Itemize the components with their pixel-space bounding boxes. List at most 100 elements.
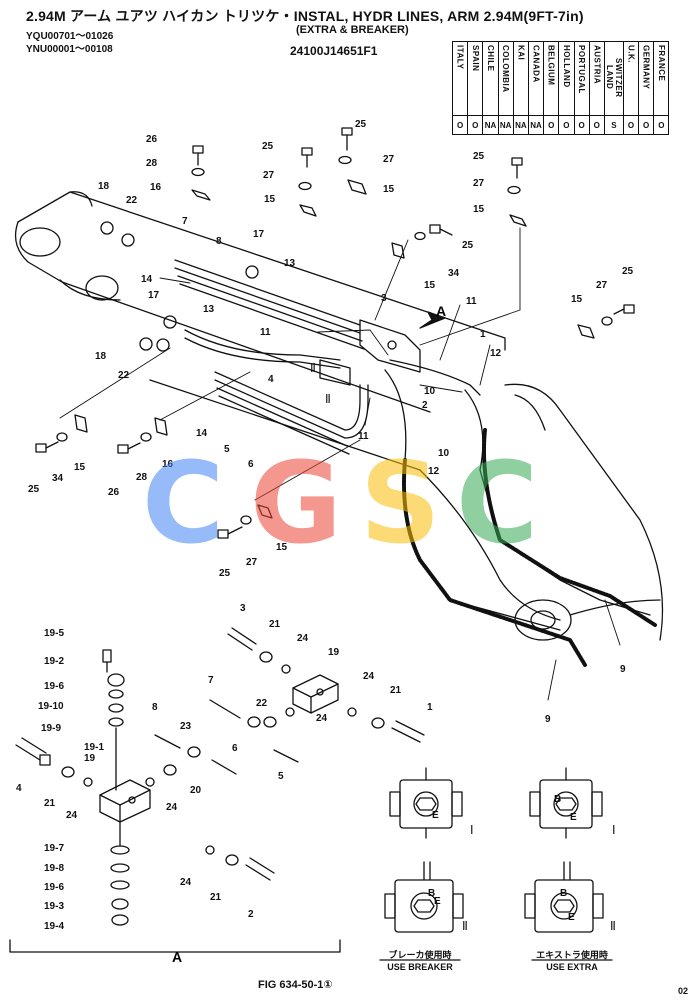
callout-c60: 19-2 <box>44 656 64 667</box>
callout-c79: 21 <box>390 685 402 696</box>
exploded-connector-view <box>15 627 425 926</box>
section-a-bracket <box>9 939 341 953</box>
callout-c14: 22 <box>118 370 130 381</box>
country-name: SPAIN <box>470 45 480 72</box>
callout-c4: 18 <box>98 181 110 192</box>
diagram-subtitle: (EXTRA & BREAKER) <box>296 24 409 36</box>
country-mark-row: O O NA NA NA NA O O O O S O O O <box>451 115 670 135</box>
callout-c26: 15 <box>424 280 436 291</box>
callout-c66: 4 <box>16 783 22 794</box>
callout-c38: 5 <box>224 444 230 455</box>
callout-c75: 5 <box>278 771 284 782</box>
country-name: KAI <box>516 45 526 61</box>
callout-c42: 10 <box>438 448 450 459</box>
callout-c10: 14 <box>141 274 153 285</box>
valve-view-4-roman: Ⅱ <box>610 919 616 933</box>
callout-c55: 3 <box>240 603 246 614</box>
callout-c20: 15 <box>383 184 395 195</box>
callout-c63: 19-9 <box>41 723 61 734</box>
callout-c16: 27 <box>263 170 275 181</box>
callout-c50: 15 <box>276 542 288 553</box>
diagram-title: 2.94M アーム ユアツ ハイカン トリツケ・INSTAL, HYDR LIN… <box>26 8 584 24</box>
valve-block <box>319 319 421 386</box>
country-name: FRANCE <box>656 45 666 82</box>
callout-c70: 8 <box>152 702 158 713</box>
callout-c7: 8 <box>216 236 222 247</box>
callout-c30: 1 <box>480 329 486 340</box>
valve-view-3-roman: Ⅱ <box>462 919 468 933</box>
valve-view-1-roman: Ⅰ <box>470 823 474 837</box>
callout-c87: 21 <box>210 892 222 903</box>
callout-c51: 27 <box>246 557 258 568</box>
callout-c31: 12 <box>490 348 502 359</box>
callout-c3: 16 <box>150 182 162 193</box>
callout-c25: 34 <box>448 268 460 279</box>
country-name: GERMANY <box>641 45 651 90</box>
callout-c40: 2 <box>422 400 428 411</box>
leader-lines <box>59 227 621 701</box>
callout-c68: 24 <box>66 810 78 821</box>
watermark-letter-3: S <box>360 439 441 569</box>
valve-view-4-port-e: E <box>568 912 575 923</box>
callout-c11: 17 <box>148 290 160 301</box>
callout-c2: 28 <box>146 158 158 169</box>
callout-c62: 19-10 <box>38 701 64 712</box>
callout-c9: 13 <box>284 258 296 269</box>
valve-view-2-port-b: B <box>554 794 561 805</box>
callout-c84: 19-3 <box>44 901 64 912</box>
callout-c83: 19-6 <box>44 882 64 893</box>
callout-c48: 28 <box>136 472 148 483</box>
callout-c45: 34 <box>52 473 64 484</box>
callout-c56: 21 <box>269 619 281 630</box>
view-arrow-a <box>419 311 446 329</box>
callout-c74: 6 <box>232 743 238 754</box>
serial-range-1: YQU00701～01026 <box>26 31 114 42</box>
callout-c35: 27 <box>596 280 608 291</box>
callout-c13: 18 <box>95 351 107 362</box>
country-name: PORTUGAL <box>577 45 587 94</box>
country-name: CHILE <box>485 45 495 72</box>
country-name: BELGIUM <box>546 45 556 86</box>
callout-c61: 19-6 <box>44 681 64 692</box>
callout-c37: 14 <box>196 428 208 439</box>
callout-c28: 11 <box>466 296 477 307</box>
country-name: U.K. <box>626 45 636 63</box>
callout-c18: 25 <box>355 119 367 130</box>
callout-c81: 19-7 <box>44 843 64 854</box>
country-mark: O <box>451 115 469 135</box>
valve-view-2-roman: Ⅰ <box>612 823 616 837</box>
callout-c86: 24 <box>180 877 192 888</box>
page-number: 02 <box>678 986 689 996</box>
callout-c6: 7 <box>182 216 188 227</box>
country-name: SWITZER LAND <box>604 57 623 98</box>
callout-c64: 19-1 <box>84 742 104 753</box>
valve-view-4-port-b: B <box>560 888 567 899</box>
view-mark-roman-2: Ⅱ <box>325 392 331 406</box>
callout-c58: 19 <box>328 647 340 658</box>
callout-c54: 9 <box>545 714 551 725</box>
callout-c88: 2 <box>248 909 254 920</box>
country-mark: O <box>588 115 605 135</box>
country-name: CANADA <box>531 45 541 83</box>
bolts <box>35 127 635 539</box>
callout-c21: 25 <box>473 151 485 162</box>
callout-c15: 25 <box>262 141 274 152</box>
callout-c27: 3 <box>381 293 387 304</box>
watermark-letter-1: C <box>142 439 225 569</box>
callout-c17: 15 <box>264 194 276 205</box>
callout-c73: 24 <box>316 713 328 724</box>
callout-c78: 24 <box>363 671 375 682</box>
country-name: HOLLAND <box>561 45 571 88</box>
caption-extra-jp: エキストラ使用時 <box>536 950 608 960</box>
valve-view-3-port-b: B <box>428 888 435 899</box>
callout-c52: 25 <box>219 568 231 579</box>
country-name: COLOMBIA <box>501 45 511 93</box>
callout-c59: 19-5 <box>44 628 64 639</box>
pipe-clamps <box>74 179 595 519</box>
callout-c33: 10 <box>424 386 436 397</box>
callout-c36: 25 <box>622 266 634 277</box>
country-name-row: ITALY SPAIN CHILE COLOMBIA KAI CANADA BE… <box>451 41 670 116</box>
callout-labels: 26 28 16 18 22 7 8 17 13 14 17 13 18 22 … <box>16 119 634 932</box>
caption-extra-en: USE EXTRA <box>546 962 598 972</box>
